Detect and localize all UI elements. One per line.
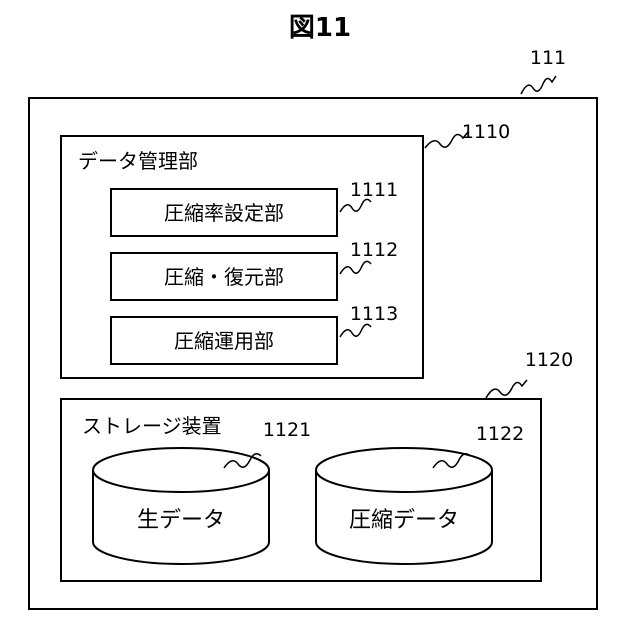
figure-title: 図11 bbox=[289, 13, 351, 43]
ref-unit-1111: 1111 bbox=[350, 179, 398, 201]
cylinder-compressed-data bbox=[316, 448, 492, 564]
cylinder-label-compressed-data: 圧縮データ bbox=[349, 508, 459, 533]
unit-label-compression-operation: 圧縮運用部 bbox=[174, 329, 274, 353]
ref-cylinder-1122: 1122 bbox=[476, 423, 524, 445]
unit-label-compression-restore: 圧縮・復元部 bbox=[164, 265, 284, 289]
cylinder-label-raw-data: 生データ bbox=[137, 508, 225, 533]
ref-unit-1112: 1112 bbox=[350, 239, 398, 261]
ref-outer-box: 111 bbox=[530, 47, 566, 69]
leader-line-unit-1112 bbox=[340, 261, 371, 274]
ref-data-management: 1110 bbox=[462, 121, 510, 143]
leader-line-storage bbox=[486, 380, 527, 398]
leader-line-unit-1113 bbox=[340, 324, 371, 337]
storage-title: ストレージ装置 bbox=[82, 414, 222, 438]
ref-storage: 1120 bbox=[525, 349, 573, 371]
unit-label-compression-rate: 圧縮率設定部 bbox=[164, 201, 284, 225]
leader-line-outer bbox=[521, 76, 556, 94]
cylinder-raw-data bbox=[93, 448, 269, 564]
data-management-title: データ管理部 bbox=[78, 149, 198, 173]
ref-unit-1113: 1113 bbox=[350, 303, 398, 325]
leader-line-unit-1111 bbox=[340, 199, 371, 212]
ref-cylinder-1121: 1121 bbox=[263, 419, 311, 441]
